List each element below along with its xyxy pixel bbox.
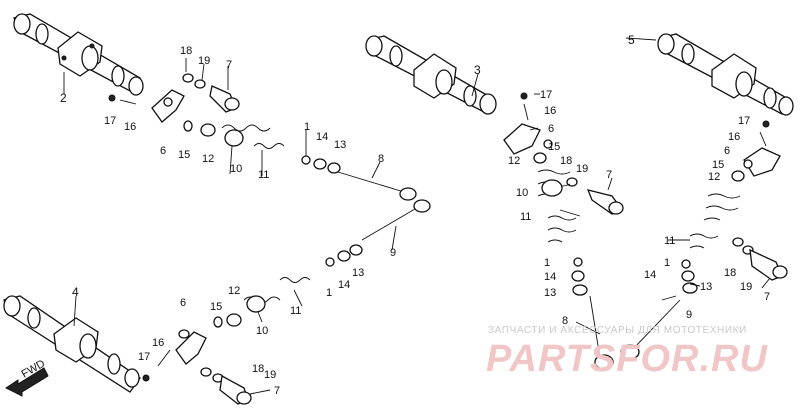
callout-18: 18 [180, 45, 192, 57]
callout-11c: 11 [520, 211, 531, 223]
callout-7: 7 [226, 59, 232, 71]
callout-1b: 1 [326, 287, 332, 299]
callout-14: 14 [316, 131, 328, 143]
callout-12b: 12 [228, 285, 240, 297]
callout-10b: 10 [256, 325, 268, 337]
callout-9: 9 [390, 247, 396, 259]
valve-train-right [620, 120, 788, 360]
callout-6b: 6 [180, 297, 186, 309]
callout-10c: 10 [516, 187, 528, 199]
leader-lines [63, 37, 771, 395]
callout-4: 4 [72, 285, 79, 299]
callout-13d: 13 [700, 281, 712, 293]
callout-7d: 7 [764, 291, 770, 303]
callout-15: 15 [178, 149, 190, 161]
camshaft-top-center [365, 35, 497, 115]
callout-13b: 13 [352, 267, 364, 279]
valve-middle [325, 199, 431, 267]
callout-2: 2 [60, 91, 67, 105]
camshaft-top-left [13, 13, 144, 96]
callout-17: 17 [104, 115, 116, 127]
callout-1c: 1 [544, 257, 550, 269]
callout-18b: 18 [252, 363, 264, 375]
callout-16c: 16 [544, 105, 556, 117]
callout-10: 10 [230, 163, 242, 175]
callout-14d: 14 [644, 269, 656, 281]
camshaft-top-right [657, 33, 794, 116]
valve-train-center [503, 92, 624, 370]
valve-train-top-left [108, 73, 417, 201]
callout-7c: 7 [606, 169, 612, 181]
callout-6c: 6 [548, 123, 554, 135]
callout-5: 5 [628, 33, 635, 47]
watermark-caption: ЗАПЧАСТИ И АКСЕССУАРЫ ДЛЯ МОТОТЕХНИКИ [488, 325, 747, 336]
callout-7b: 7 [274, 385, 280, 397]
callout-11b: 11 [290, 305, 301, 317]
callout-8: 8 [378, 153, 384, 165]
valve-train-bottom-left [142, 277, 311, 405]
callout-13c: 13 [544, 287, 556, 299]
callout-16d: 16 [728, 131, 740, 143]
callout-11: 11 [258, 169, 269, 181]
camshaft-bottom-left [3, 295, 141, 393]
callout-12c: 12 [508, 155, 520, 167]
callout-16b: 16 [152, 337, 164, 349]
callout-11d: 11 [664, 235, 675, 247]
callout-8c: 8 [562, 315, 568, 327]
callout-12d: 12 [708, 171, 720, 183]
callout-19d: 19 [740, 281, 752, 293]
callout-17c: 17 [540, 89, 552, 101]
callout-3: 3 [474, 63, 481, 77]
callout-16: 16 [124, 121, 136, 133]
callout-1d: 1 [664, 257, 670, 269]
callout-17b: 17 [138, 351, 150, 363]
callout-18d: 18 [724, 267, 736, 279]
callout-12: 12 [202, 153, 214, 165]
callout-13: 13 [334, 139, 346, 151]
callout-6: 6 [160, 145, 166, 157]
callout-17d: 17 [738, 115, 750, 127]
callout-6d: 6 [724, 145, 730, 157]
callout-18c: 18 [560, 155, 572, 167]
callout-15c: 15 [548, 141, 560, 153]
callout-15b: 15 [210, 301, 222, 313]
callout-19c: 19 [576, 163, 588, 175]
callout-19: 19 [198, 55, 210, 67]
callout-1: 1 [304, 121, 310, 133]
direction-marker: FWD [5, 358, 49, 397]
callout-14c: 14 [544, 271, 556, 283]
callout-14b: 14 [338, 279, 350, 291]
watermark-brand: PARTSFOR.RU [486, 338, 768, 380]
callout-19b: 19 [264, 369, 276, 381]
callout-9c: 9 [686, 309, 692, 321]
callout-15d: 15 [712, 159, 724, 171]
callouts: 5 3 2 4 18 19 7 17 16 6 15 12 10 11 1 14… [60, 33, 770, 397]
